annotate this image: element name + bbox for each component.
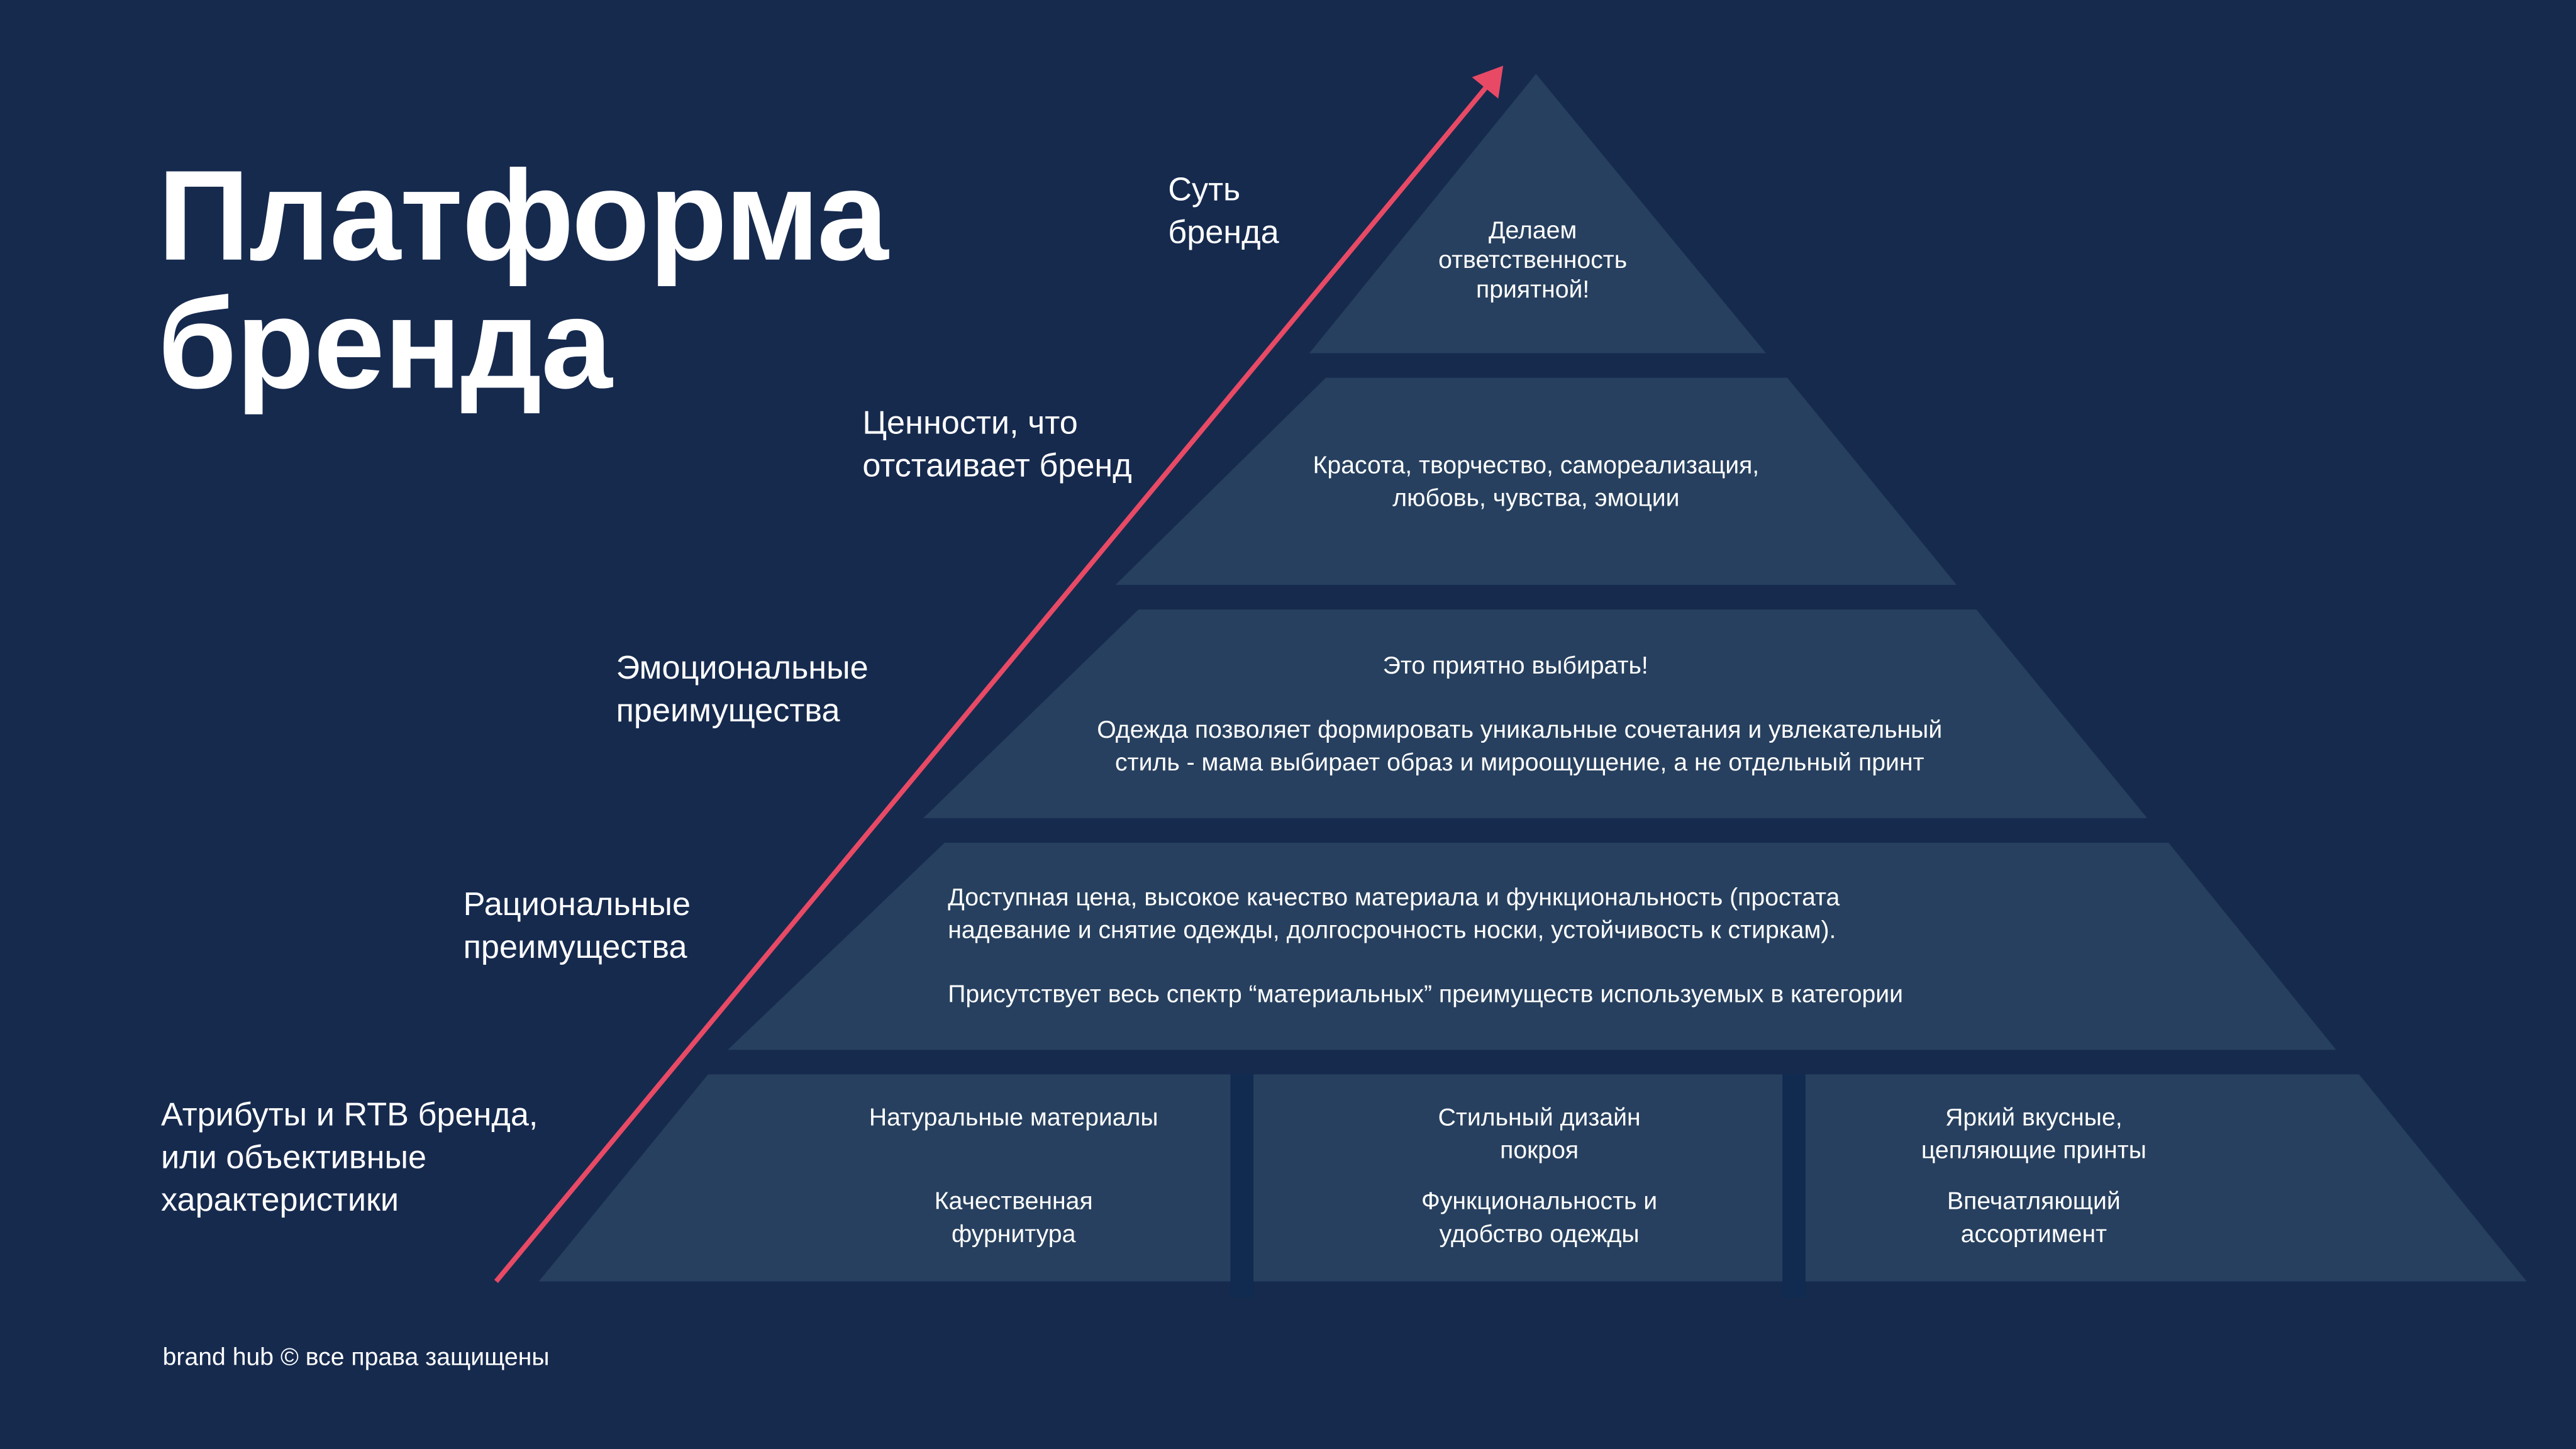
tier-4-summary: Присутствует весь спектр “материальных” … [948, 980, 1904, 1009]
tier-3-shape [923, 609, 2148, 818]
attribute-assortment: Впечатляющий ассортимент [1946, 1187, 2121, 1249]
tier-2-shape [1115, 377, 1957, 585]
level-label-values: Ценности, что отстаивает бренд [862, 406, 1132, 485]
level-label-rational: Рациональные преимущества [463, 887, 691, 966]
level-label-essence: Суть бренда [1168, 172, 1279, 252]
attribute-natural-materials: Натуральные материалы [869, 1104, 1158, 1132]
growth-arrow-head-icon [1472, 65, 1504, 99]
level-label-attributes: Атрибуты и RTB бренда, или объективные х… [160, 1097, 538, 1219]
tier-4-text: Доступная цена, высокое качество материа… [948, 884, 1840, 945]
growth-arrow-line [494, 79, 1494, 1284]
tier-1-text: Делаем ответственность приятной! [1438, 216, 1628, 304]
tier-2-text: Красота, творчество, самореализация, люб… [1313, 452, 1760, 513]
tier-5-divider-2 [1782, 1074, 1806, 1298]
tier-5-divider-1 [1230, 1074, 1254, 1298]
tier-1-shape [1309, 74, 1767, 353]
tier-3-headline: Это приятно выбирать! [1382, 652, 1648, 680]
tier-5-shape [538, 1074, 2527, 1282]
attribute-stylish-design: Стильный дизайн покроя [1438, 1104, 1641, 1165]
tier-3-text: Одежда позволяет формировать уникальные … [1097, 716, 1943, 777]
tier-4-shape [728, 843, 2336, 1050]
attribute-quality-hardware: Качественная фурнитура [934, 1187, 1093, 1249]
level-label-emotional: Эмоциональные преимущества [616, 650, 869, 730]
attribute-functionality: Функциональность и удобство одежды [1421, 1187, 1658, 1249]
footer-copyright: brand hub © все права защищены [162, 1343, 550, 1372]
attribute-bright-prints: Яркий вкусные, цепляющие принты [1921, 1104, 2146, 1165]
